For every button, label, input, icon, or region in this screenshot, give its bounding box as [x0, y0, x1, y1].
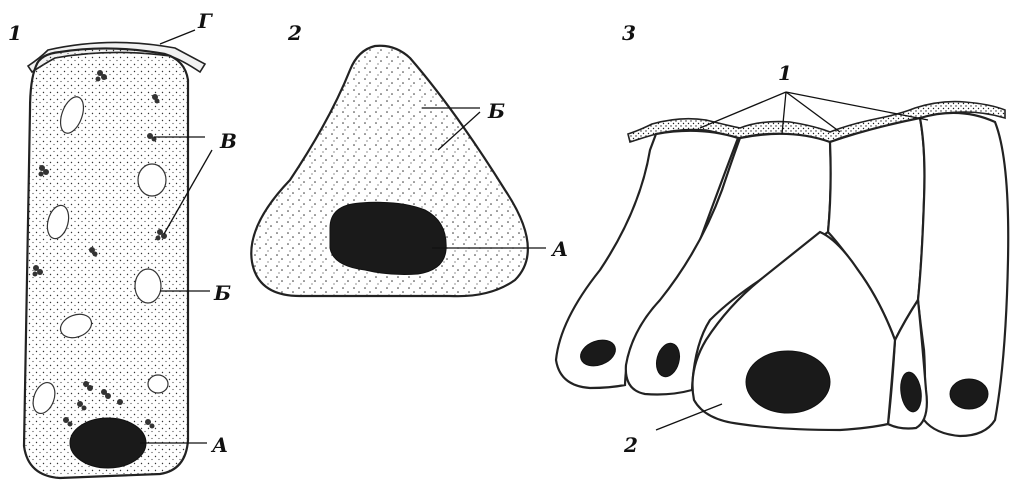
label-nucleus: А	[550, 237, 568, 261]
vacuole	[148, 375, 168, 393]
label-cuticle: Г	[197, 9, 213, 33]
label-cytoplasm: Б	[487, 99, 505, 123]
nucleus	[70, 418, 146, 468]
leader-line	[160, 30, 195, 44]
nucleus	[330, 202, 446, 274]
panel-2-number: 2	[287, 21, 302, 45]
panel-3-number: 3	[622, 21, 636, 45]
label-nucleus: А	[210, 433, 228, 457]
nucleus	[746, 351, 830, 413]
panel-1-number: 1	[8, 21, 22, 45]
label-granule: В	[219, 129, 237, 153]
elongated-cell-body	[24, 48, 188, 478]
label-cuticle-cells: 1	[778, 61, 792, 85]
nucleus	[950, 379, 988, 409]
vacuole	[135, 269, 161, 303]
panel-2: 2 Б А	[251, 21, 568, 296]
panel-3: 3 1 2	[556, 21, 1008, 457]
label-basal-cell: 2	[623, 433, 638, 457]
panel-1: 1	[8, 9, 237, 478]
label-vacuole: Б	[213, 281, 231, 305]
vacuole	[138, 164, 166, 196]
leader-line	[786, 92, 928, 120]
